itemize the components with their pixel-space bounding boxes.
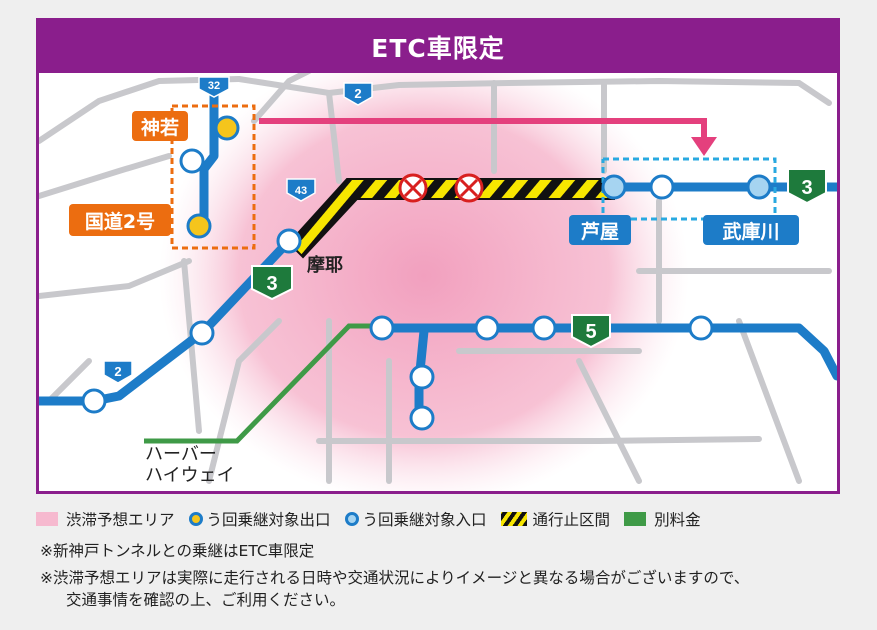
svg-text:2: 2 bbox=[354, 86, 361, 101]
entry-ashiya bbox=[601, 174, 627, 200]
station-ashiya-mid bbox=[649, 174, 675, 200]
title-bar: ETC車限定 bbox=[39, 21, 837, 73]
reroute-arrow bbox=[259, 118, 717, 156]
stations bbox=[81, 115, 772, 431]
station-5-4 bbox=[688, 315, 714, 341]
svg-text:32: 32 bbox=[208, 80, 220, 92]
legend-separate-toll: 別料金 bbox=[624, 508, 701, 530]
legend-closed: 通行止区間 bbox=[500, 508, 610, 530]
legend-exit: う回乗継対象出口 bbox=[188, 508, 331, 530]
national-route-43-badge: 43 bbox=[286, 178, 316, 202]
closed-mark-1 bbox=[398, 173, 428, 203]
national-route-2-top-badge: 2 bbox=[343, 82, 373, 106]
separate-toll-swatch bbox=[624, 512, 647, 526]
legend: 渋滞予想エリア う回乗継対象出口 う回乗継対象入口 通行止区間 別料金 bbox=[36, 506, 846, 532]
note-congestion-line2: 交通事情を確認の上、ご利用ください。 bbox=[66, 591, 346, 609]
svg-text:5: 5 bbox=[585, 321, 596, 343]
kamiwaka-transfer-box bbox=[170, 104, 256, 250]
svg-text:3: 3 bbox=[266, 273, 277, 295]
kobe-line-shield-east: 3 bbox=[787, 168, 827, 205]
route-map: 3 3 5 32 2 43 2 bbox=[39, 46, 837, 491]
station-branch-1 bbox=[409, 364, 435, 390]
station-label-mukogawa: 武庫川 bbox=[703, 215, 799, 245]
wangan-shield: 5 bbox=[571, 314, 611, 349]
entry-mukogawa bbox=[746, 174, 772, 200]
station-5-2 bbox=[474, 315, 500, 341]
station-5-3 bbox=[531, 315, 557, 341]
exit-kokudo2 bbox=[186, 213, 212, 239]
congestion-area bbox=[159, 46, 689, 491]
page-title: ETC車限定 bbox=[371, 34, 505, 63]
note-congestion-line1: ※渋滞予想エリアは実際に走行される日時や交通状況によりイメージと異なる場合がござ… bbox=[40, 569, 750, 587]
station-label-ashiya: 芦屋 bbox=[569, 215, 631, 245]
station-west-2 bbox=[81, 388, 107, 414]
closed-hatch-swatch bbox=[500, 512, 527, 526]
congestion-swatch bbox=[36, 512, 58, 526]
entry-dot-icon bbox=[344, 512, 359, 526]
exit-kamiwaka bbox=[214, 115, 240, 141]
kobe-line-shield: 3 bbox=[251, 265, 293, 301]
legend-congestion: 渋滞予想エリア bbox=[36, 508, 175, 530]
exit-dot-icon bbox=[188, 512, 203, 526]
station-maya bbox=[276, 228, 302, 254]
harbor-highway-label: ハーバー ハイウェイ bbox=[145, 444, 235, 486]
national-route-32-badge: 32 bbox=[198, 76, 230, 98]
station-label-kamiwaka: 神若 bbox=[132, 111, 188, 141]
legend-entry: う回乗継対象入口 bbox=[344, 508, 487, 530]
station-mid-kamiwaka bbox=[179, 148, 205, 174]
harbor-highway bbox=[144, 323, 384, 444]
map-frame: 3 3 5 32 2 43 2 ETC車限定 神若 国道2号 摩耶 芦屋 bbox=[36, 18, 840, 494]
svg-text:3: 3 bbox=[801, 177, 812, 199]
note-etc-only: ※新神戸トンネルとの乗継はETC車限定 bbox=[40, 542, 315, 560]
station-west-1 bbox=[189, 320, 215, 346]
national-route-2-bottom-badge: 2 bbox=[103, 360, 133, 384]
station-label-maya: 摩耶 bbox=[307, 255, 343, 276]
svg-text:43: 43 bbox=[295, 185, 307, 197]
closed-mark-2 bbox=[454, 173, 484, 203]
station-label-kokudo2: 国道2号 bbox=[69, 204, 171, 236]
svg-text:2: 2 bbox=[114, 364, 121, 379]
station-5-1 bbox=[369, 315, 395, 341]
station-branch-2 bbox=[409, 405, 435, 431]
